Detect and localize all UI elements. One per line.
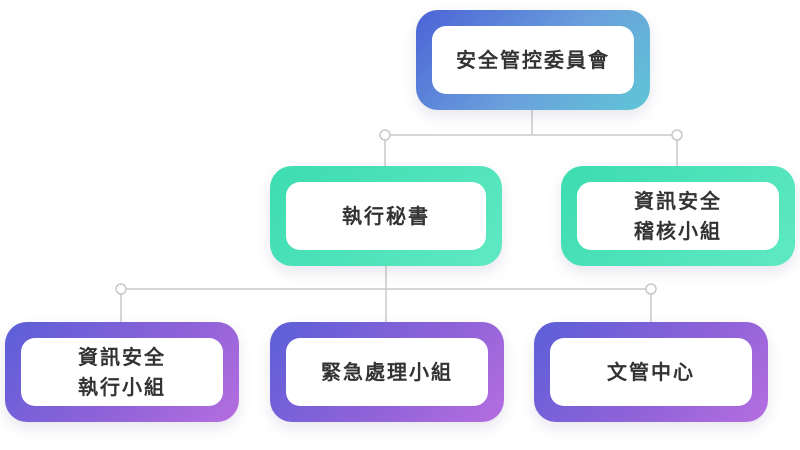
node-emergency-response-group: 緊急處理小組 [270, 322, 504, 422]
node-security-audit-group-box: 資訊安全 稽核小組 [577, 182, 779, 250]
connector-dot [115, 283, 127, 295]
node-label-line: 執行小組 [78, 375, 166, 399]
node-security-committee: 安全管控委員會 [416, 10, 650, 110]
node-label-line: 資訊安全 [634, 189, 722, 213]
node-security-execution-group-box: 資訊安全 執行小組 [21, 338, 223, 406]
node-label: 安全管控委員會 [456, 48, 610, 72]
node-label: 文管中心 [607, 360, 695, 384]
node-security-committee-box: 安全管控委員會 [432, 26, 634, 94]
node-document-center-box: 文管中心 [550, 338, 752, 406]
connector-dot [379, 129, 391, 141]
node-label: 執行秘書 [342, 204, 430, 228]
node-executive-secretary: 執行秘書 [270, 166, 502, 266]
connector-dot [671, 129, 683, 141]
node-executive-secretary-box: 執行秘書 [286, 182, 486, 250]
node-label-line: 稽核小組 [634, 219, 722, 243]
node-document-center: 文管中心 [534, 322, 768, 422]
node-emergency-response-group-box: 緊急處理小組 [286, 338, 488, 406]
node-label: 緊急處理小組 [321, 360, 453, 384]
node-security-execution-group: 資訊安全 執行小組 [5, 322, 239, 422]
node-security-audit-group: 資訊安全 稽核小組 [561, 166, 795, 266]
node-label-line: 資訊安全 [78, 345, 166, 369]
connector-dot [645, 283, 657, 295]
